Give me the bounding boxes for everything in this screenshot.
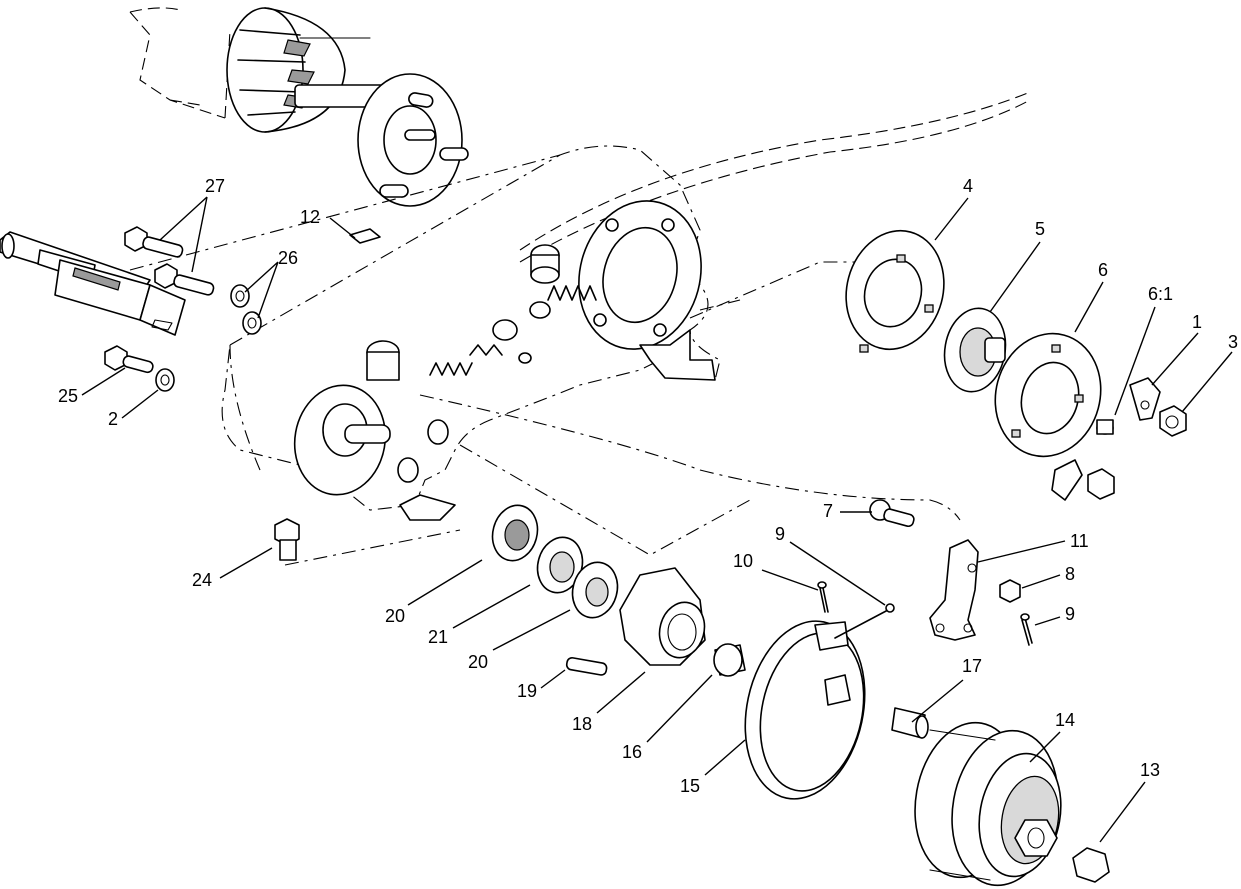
bolt-7	[869, 499, 915, 528]
callout-19: 19	[517, 669, 566, 701]
callout-27: 27	[159, 176, 225, 273]
callout-2: 2	[108, 389, 159, 429]
grease-fitting-6-1	[1096, 419, 1114, 435]
callout-9-right: 9	[1034, 604, 1075, 626]
cotter-pin-9-right	[1020, 613, 1033, 646]
housing-outline	[129, 145, 961, 566]
pin-17	[891, 707, 929, 739]
nut-13	[1072, 847, 1110, 883]
svg-text:20: 20	[468, 652, 488, 672]
svg-text:10: 10	[733, 551, 753, 571]
screw-27-lower	[154, 263, 215, 296]
svg-text:6:1: 6:1	[1148, 284, 1173, 304]
svg-text:7: 7	[823, 501, 833, 521]
detent-spring	[429, 244, 597, 376]
svg-text:16: 16	[622, 742, 642, 762]
motor-pinion-gear	[226, 7, 386, 133]
nut-8	[999, 579, 1021, 603]
callout-1: 1	[1151, 312, 1202, 386]
output-shaft	[0, 231, 186, 336]
svg-text:19: 19	[517, 681, 537, 701]
svg-text:13: 13	[1140, 760, 1160, 780]
callout-5: 5	[989, 219, 1045, 313]
callout-17: 17	[911, 656, 982, 723]
svg-text:25: 25	[58, 386, 78, 406]
svg-text:5: 5	[1035, 219, 1045, 239]
callout-14: 14	[1029, 710, 1075, 763]
callout-9-upper: 9	[775, 524, 886, 606]
bushing-16	[713, 643, 746, 677]
callout-6-1: 6:1	[1114, 284, 1173, 416]
svg-text:24: 24	[192, 570, 212, 590]
callout-10: 10	[733, 551, 819, 591]
spacer-21	[536, 536, 584, 594]
cotter-pin-10	[817, 581, 829, 613]
cable-line	[519, 91, 1031, 263]
svg-text:26: 26	[278, 248, 298, 268]
svg-text:1: 1	[1192, 312, 1202, 332]
callout-7: 7	[823, 501, 872, 521]
bearing-20-right	[571, 561, 619, 619]
callout-13: 13	[1099, 760, 1160, 843]
svg-text:8: 8	[1065, 564, 1075, 584]
screw-27-upper	[124, 226, 184, 258]
bearing-housing-18	[619, 567, 706, 666]
washer-2	[155, 368, 175, 392]
svg-text:9: 9	[775, 524, 785, 544]
svg-text:6: 6	[1098, 260, 1108, 280]
clip-1	[1051, 377, 1161, 501]
grease-fitting-19	[565, 656, 608, 676]
rod-9	[834, 603, 895, 639]
callout-8: 8	[1021, 564, 1075, 589]
callout-26: 26	[244, 248, 298, 319]
brake-band-15	[744, 620, 866, 800]
key-12	[349, 228, 381, 244]
svg-text:2: 2	[108, 409, 118, 429]
brake-lever-11	[929, 539, 979, 641]
svg-text:20: 20	[385, 606, 405, 626]
pulley-14	[914, 721, 1062, 887]
callout-25: 25	[58, 367, 126, 406]
bearing-20-left	[491, 504, 539, 562]
svg-text:12: 12	[300, 207, 320, 227]
svg-text:17: 17	[962, 656, 982, 676]
callout-21: 21	[428, 584, 531, 647]
callout-24: 24	[192, 547, 273, 590]
callout-4: 4	[934, 176, 973, 241]
callout-20-left: 20	[385, 559, 483, 626]
motor-flange	[357, 73, 469, 207]
svg-text:21: 21	[428, 627, 448, 647]
svg-text:3: 3	[1228, 332, 1238, 352]
callout-11: 11	[977, 531, 1089, 563]
bearing-5	[943, 307, 1007, 393]
callouts: 27 12 26 25 2 24 20 21	[58, 176, 1238, 843]
bolt-24	[274, 518, 300, 561]
callout-3: 3	[1181, 332, 1238, 413]
lockwasher-26	[230, 284, 262, 335]
callout-20-right: 20	[468, 609, 571, 672]
callout-6: 6	[1074, 260, 1108, 333]
callout-12: 12	[300, 207, 356, 239]
svg-text:15: 15	[680, 776, 700, 796]
svg-text:9: 9	[1065, 604, 1075, 624]
bolt-25	[104, 345, 154, 374]
callout-16: 16	[622, 674, 713, 762]
flange-plate-6	[994, 332, 1102, 458]
flange-plate-4	[845, 229, 945, 353]
housing-boss	[578, 200, 716, 381]
callout-18: 18	[572, 671, 646, 734]
svg-text:4: 4	[963, 176, 973, 196]
svg-text:18: 18	[572, 714, 592, 734]
svg-text:14: 14	[1055, 710, 1075, 730]
svg-text:11: 11	[1070, 531, 1089, 551]
shaft-boss	[293, 340, 456, 521]
callout-15: 15	[680, 739, 746, 796]
nut-3	[1087, 405, 1187, 500]
svg-text:27: 27	[205, 176, 225, 196]
motor-housing-outline	[129, 7, 231, 119]
